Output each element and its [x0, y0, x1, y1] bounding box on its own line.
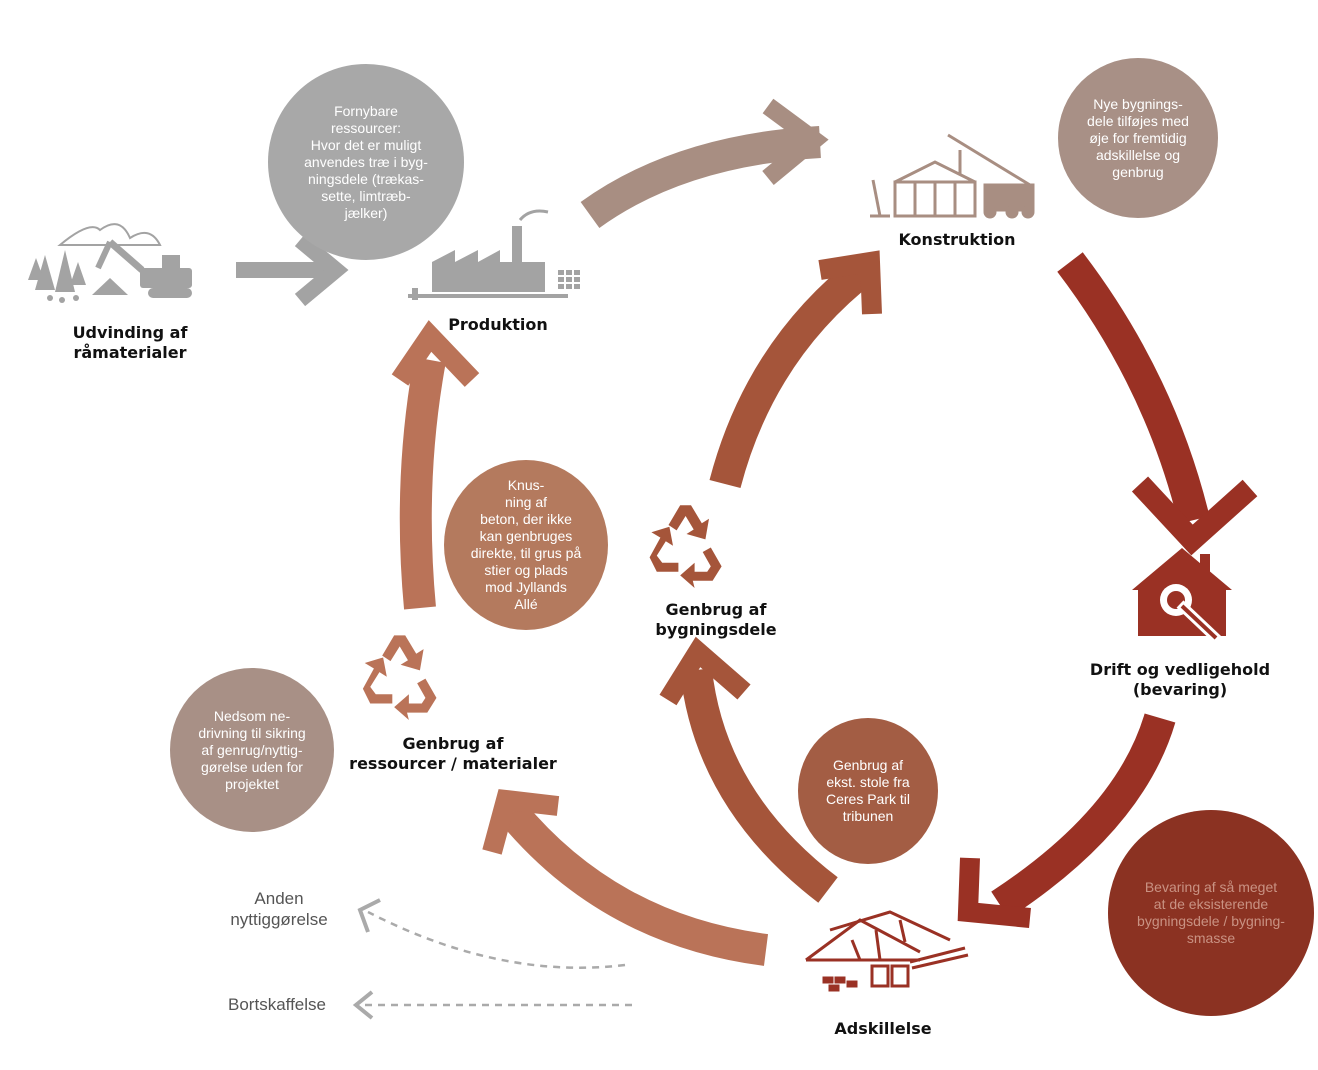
arrow-component-reuse-to-construction: [709, 250, 882, 489]
stage-label-operation: Drift og vedligehold (bevaring): [1089, 660, 1271, 699]
crane-truck-icon: [870, 133, 1035, 219]
stage-label-component-reuse: Genbrug af bygningsdele: [655, 600, 777, 639]
label-other-recovery: Anden nyttiggørelse: [230, 889, 328, 929]
arrow-construction-to-operation: [1057, 252, 1258, 556]
factory-icon: [408, 209, 580, 300]
arrow-operation-to-disassembly: [957, 713, 1176, 928]
arrow-disassembly-to-component-reuse: [659, 636, 838, 903]
bubble-renewable-resources: Fornybare ressourcer: Hvor det er muligt…: [268, 64, 464, 260]
stage-label-extraction: Udvinding af råmaterialer: [72, 323, 188, 362]
recycle-icon: [362, 635, 437, 720]
bubble-concrete-crushing: Knus- ning af beton, der ikke kan genbru…: [444, 460, 608, 630]
bubble-new-components: Nye bygnings- dele tilføjes med øje for …: [1058, 58, 1218, 218]
arrow-disassembly-to-resource-reuse: [482, 789, 769, 966]
arrow-resource-reuse-to-production: [391, 320, 480, 610]
arrow-disposal: [352, 990, 632, 1020]
roof-truss-pile-icon: [805, 910, 969, 992]
arrow-extraction-to-production: [236, 233, 349, 307]
arrow-production-to-construction: [580, 98, 829, 229]
label-disposal: Bortskaffelse: [228, 995, 326, 1014]
arrow-other-recovery: [357, 898, 626, 969]
stage-label-disassembly: Adskillelse: [834, 1019, 932, 1038]
stage-label-production: Produktion: [448, 315, 548, 334]
bubble-selective-demolition: Nedsom ne- drivning til sikring af genru…: [170, 668, 334, 832]
stage-label-resource-reuse: Genbrug af ressourcer / materialer: [349, 734, 557, 773]
bubble-preservation: Bevaring af så meget at de eksisterende …: [1108, 810, 1314, 1016]
house-wrench-icon: [1132, 548, 1232, 644]
stage-label-construction: Konstruktion: [898, 230, 1016, 249]
bubble-chair-reuse: Genbrug af ekst. stole fra Ceres Park ti…: [798, 718, 938, 864]
forest-excavator-icon: [28, 223, 192, 303]
recycle-icon: [649, 505, 722, 588]
